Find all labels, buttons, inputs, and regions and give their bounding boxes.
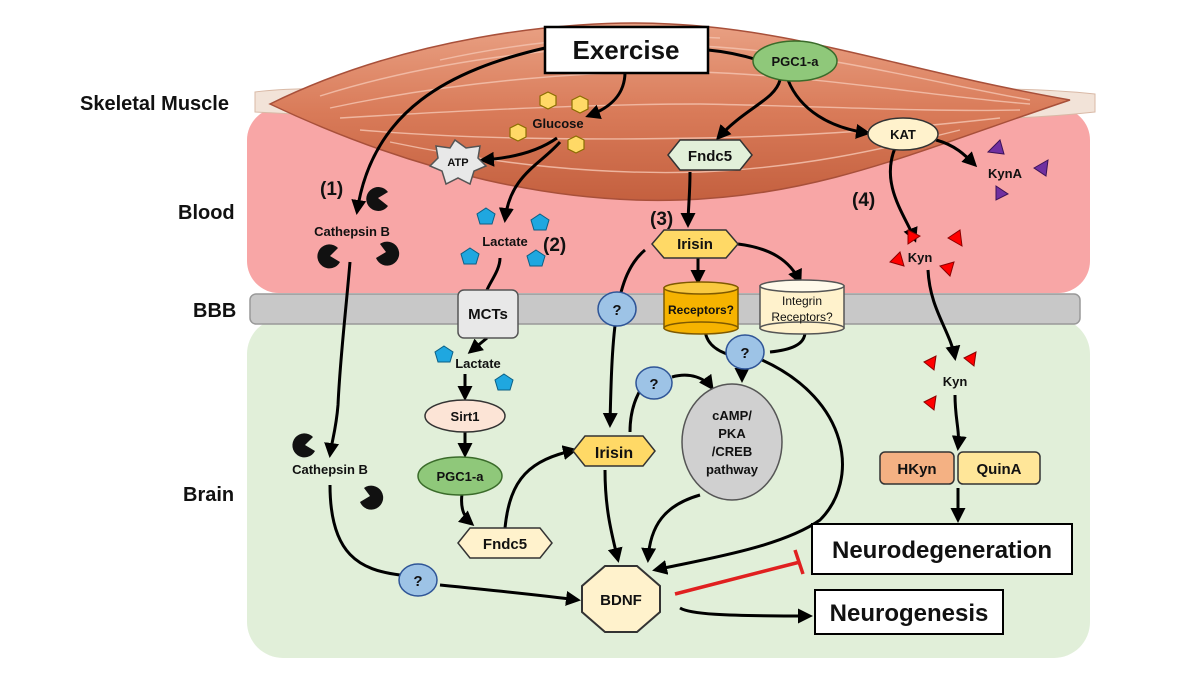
integrin-label-line1: Integrin (782, 294, 822, 308)
region-label-blood: Blood (178, 202, 235, 224)
lactate-brain-label: Lactate (455, 356, 501, 371)
region-label-bbb: BBB (193, 300, 236, 322)
kyn-brain-label: Kyn (943, 374, 968, 389)
region-label-skeletal-muscle: Skeletal Muscle (80, 93, 229, 115)
hkyn-node[interactable]: HKyn (879, 451, 955, 485)
lactate-molecules-brain (434, 345, 514, 391)
exercise-label: Exercise (573, 35, 680, 65)
mcts-label: MCTs (468, 306, 508, 323)
unknown-mechanism-irisin[interactable]: ? (635, 366, 673, 400)
kyn-blood-label: Kyn (908, 250, 933, 265)
unknown-receptors-label: ? (740, 345, 749, 362)
bdnf-label: BDNF (600, 592, 642, 609)
fndc5-muscle-label: Fndc5 (688, 148, 732, 165)
irisin-blood-node[interactable]: Irisin (651, 229, 739, 259)
camp-label-3: /CREB (712, 444, 752, 459)
pathway-number-4: (4) (852, 190, 875, 211)
unknown-bbb-label: ? (612, 302, 621, 319)
unknown-irisin-label: ? (649, 376, 658, 393)
receptors-label: Receptors? (668, 303, 734, 317)
cathepsin-brain-label: Cathepsin B (292, 462, 368, 477)
pgc1a-muscle-label: PGC1-a (772, 54, 820, 69)
unknown-mechanism-cathepsin[interactable]: ? (398, 563, 438, 597)
quina-label: QuinA (977, 461, 1022, 478)
integrin-label-line2: Receptors? (771, 310, 833, 324)
kyn-molecules-blood (889, 229, 963, 277)
cathepsin-blood-label: Cathepsin B (314, 224, 390, 239)
neurogenesis-label: Neurogenesis (830, 600, 989, 627)
fndc5-brain-node[interactable]: Fndc5 (457, 527, 553, 559)
fndc5-muscle-node[interactable]: Fndc5 (667, 139, 753, 171)
neurogenesis-node[interactable]: Neurogenesis (814, 589, 1004, 635)
exercise-node[interactable]: Exercise (543, 25, 710, 75)
fndc5-brain-label: Fndc5 (483, 536, 527, 553)
irisin-blood-label: Irisin (677, 236, 713, 253)
inhibition-bdnf-neurodegeneration (674, 560, 801, 596)
integrin-receptors-node[interactable]: Integrin Receptors? (759, 279, 845, 335)
pgc1a-muscle-node[interactable]: PGC1-a (752, 40, 838, 82)
receptors-node[interactable]: Receptors? (663, 281, 739, 335)
lactate-molecules-blood (460, 207, 550, 267)
camp-label-2: PKA (718, 426, 746, 441)
mcts-node[interactable]: MCTs (457, 289, 519, 339)
camp-pka-creb-node[interactable]: cAMP/ PKA /CREB pathway (681, 383, 783, 501)
kat-label: KAT (890, 127, 916, 142)
inhibition-bar (793, 549, 805, 575)
pathway-number-2: (2) (543, 235, 566, 256)
unknown-mechanism-receptors[interactable]: ? (725, 334, 765, 370)
cathepsin-molecules-blood (317, 187, 400, 269)
region-label-brain: Brain (183, 484, 234, 506)
camp-label-1: cAMP/ (712, 408, 752, 423)
hkyn-label: HKyn (897, 461, 936, 478)
kyna-molecules (986, 139, 1049, 201)
unknown-cathepsin-label: ? (413, 573, 422, 590)
kyn-molecules-brain (923, 351, 977, 411)
glucose-label: Glucose (532, 116, 583, 131)
irisin-brain-node[interactable]: Irisin (572, 435, 656, 467)
pathway-number-3: (3) (650, 209, 673, 230)
glucose-molecules (509, 91, 589, 154)
cathepsin-molecules-brain (292, 433, 384, 510)
lactate-blood-label: Lactate (482, 234, 528, 249)
atp-label: ATP (447, 157, 468, 169)
sirt1-label: Sirt1 (451, 409, 480, 424)
camp-label-4: pathway (706, 462, 759, 477)
quina-node[interactable]: QuinA (957, 451, 1041, 485)
bdnf-node[interactable]: BDNF (581, 565, 661, 633)
kyna-label: KynA (988, 166, 1023, 181)
sirt1-node[interactable]: Sirt1 (424, 399, 506, 433)
unknown-mechanism-bbb[interactable]: ? (597, 291, 637, 327)
pathway-number-1: (1) (320, 179, 343, 200)
neurodegeneration-node[interactable]: Neurodegeneration (811, 523, 1073, 575)
atp-node[interactable]: ATP (428, 138, 488, 186)
pgc1a-brain-node[interactable]: PGC1-a (417, 456, 503, 496)
irisin-brain-label: Irisin (595, 445, 633, 462)
neurodegeneration-label: Neurodegeneration (832, 537, 1052, 564)
kat-node[interactable]: KAT (867, 117, 939, 151)
arrows (324, 46, 978, 624)
pgc1a-brain-label: PGC1-a (437, 469, 485, 484)
